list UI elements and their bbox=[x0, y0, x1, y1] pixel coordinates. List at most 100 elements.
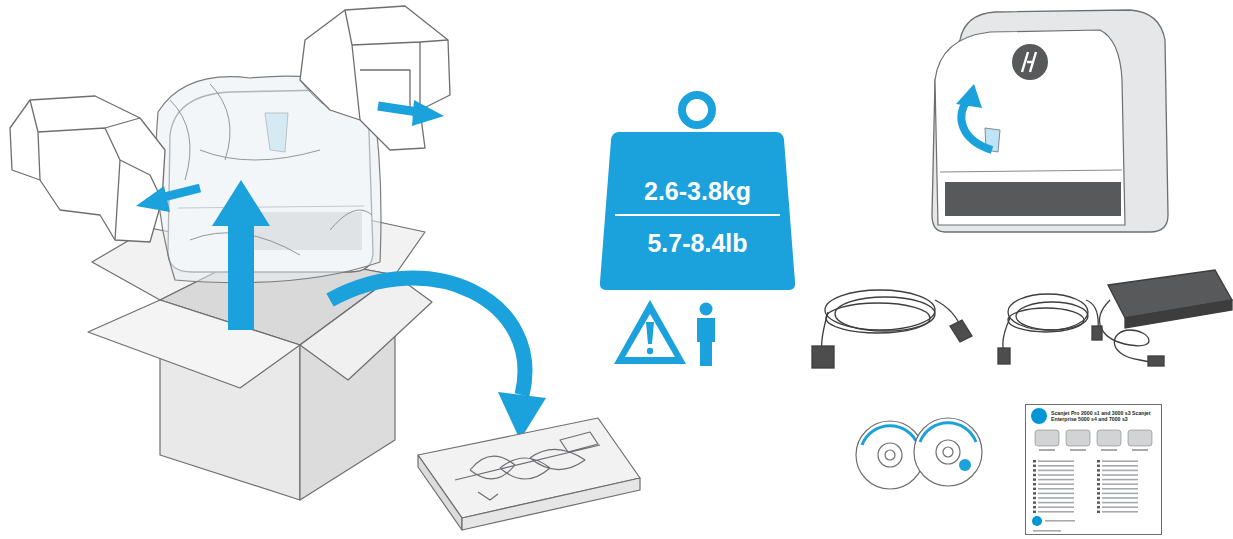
guide-line bbox=[1038, 493, 1074, 495]
guide-thumb-caption bbox=[1132, 449, 1148, 451]
software-discs-part bbox=[920, 423, 976, 442]
guide-flag bbox=[1033, 506, 1036, 508]
software-discs-part bbox=[885, 450, 895, 460]
guide-line bbox=[1102, 502, 1138, 504]
guide-thumb-caption bbox=[1039, 449, 1055, 451]
cables-part bbox=[1008, 308, 1084, 332]
guide-flag bbox=[1033, 460, 1036, 462]
motion-arrows bbox=[136, 100, 546, 440]
guide-line bbox=[1038, 465, 1074, 467]
motion-arrows-part bbox=[378, 106, 418, 112]
guide-flag bbox=[1033, 483, 1036, 485]
cables-part bbox=[1003, 300, 1098, 352]
accessory-tray-part bbox=[462, 478, 640, 530]
weight-divider bbox=[615, 214, 780, 216]
guide-line bbox=[1038, 479, 1074, 481]
guide-flag bbox=[1033, 474, 1036, 476]
box-front-part bbox=[88, 300, 300, 388]
foam-right bbox=[300, 6, 450, 150]
guide-flag bbox=[1097, 501, 1100, 503]
guide-flag bbox=[1033, 497, 1036, 499]
guide-line bbox=[1102, 493, 1138, 495]
scanner bbox=[932, 10, 1168, 232]
guide-logo bbox=[1031, 408, 1047, 424]
guide-flag bbox=[1097, 469, 1100, 471]
accessory-tray-part bbox=[418, 455, 462, 530]
guide-line bbox=[1102, 465, 1138, 467]
guide-thumbnail bbox=[1035, 430, 1059, 446]
motion-arrows-part bbox=[212, 180, 270, 226]
info-icon bbox=[1032, 516, 1042, 526]
guide-flag bbox=[1097, 465, 1100, 467]
guide-line bbox=[1038, 483, 1074, 485]
software-discs-part bbox=[862, 426, 918, 445]
warning-symbol-part bbox=[614, 300, 686, 364]
cables-part bbox=[1092, 326, 1102, 340]
software-discs-part bbox=[914, 418, 982, 486]
accessory-tray-part bbox=[455, 432, 600, 500]
guide-line bbox=[1102, 511, 1138, 513]
warning-symbol-part bbox=[625, 314, 675, 357]
guide-thumb-caption bbox=[1070, 449, 1086, 451]
guide-flag bbox=[1097, 497, 1100, 499]
cables-part bbox=[1100, 300, 1150, 362]
guide-flag bbox=[1033, 492, 1036, 494]
guide-flag bbox=[1097, 511, 1100, 513]
guide-thumbnail bbox=[1097, 430, 1121, 446]
guide-line bbox=[1038, 488, 1074, 490]
guide-flag bbox=[1097, 506, 1100, 508]
weight-ring bbox=[682, 95, 712, 125]
software-discs bbox=[856, 418, 982, 489]
cables-part bbox=[1125, 300, 1232, 328]
software-discs-part bbox=[878, 443, 902, 467]
guide-thumbnail bbox=[1128, 430, 1152, 446]
foam-left bbox=[10, 96, 165, 242]
warning-symbol bbox=[614, 300, 715, 366]
cables bbox=[812, 270, 1232, 368]
cables-part bbox=[812, 346, 834, 368]
guide-line bbox=[1038, 502, 1074, 504]
guide-flag bbox=[1097, 488, 1100, 490]
cables-part bbox=[1016, 302, 1088, 330]
motion-arrows-part bbox=[136, 186, 170, 212]
guide-line bbox=[1102, 483, 1138, 485]
warning-symbol-part bbox=[700, 303, 713, 316]
cables-part bbox=[1148, 356, 1164, 366]
software-discs-part bbox=[959, 459, 971, 471]
software-discs-part bbox=[936, 440, 960, 464]
scanner-part bbox=[956, 84, 982, 108]
foam-right-part bbox=[345, 10, 448, 120]
guide-line bbox=[1102, 474, 1138, 476]
foam-right-part bbox=[300, 6, 450, 150]
accessory-tray bbox=[418, 418, 640, 530]
warning-symbol-part bbox=[697, 318, 715, 366]
guide-line bbox=[1102, 460, 1138, 462]
scanner-part bbox=[935, 30, 1125, 225]
node-text: Scanjet Pro 2000 s1 and 3000 s3 Scanjet … bbox=[1051, 410, 1159, 422]
scanner-part bbox=[961, 100, 992, 150]
guide-line bbox=[1038, 474, 1074, 476]
cables-part bbox=[998, 348, 1010, 364]
guide-flag bbox=[1033, 501, 1036, 503]
guide-flag bbox=[1033, 469, 1036, 471]
guide-flag bbox=[1033, 465, 1036, 467]
guide-line bbox=[1038, 506, 1074, 508]
guide-flag bbox=[1097, 460, 1100, 462]
guide-flag bbox=[1097, 483, 1100, 485]
software-discs-part bbox=[943, 447, 953, 457]
cables-part bbox=[835, 297, 935, 331]
guide-flag bbox=[1033, 511, 1036, 513]
box-front bbox=[88, 275, 432, 500]
cables-part bbox=[822, 300, 962, 352]
scanner-part bbox=[1012, 44, 1048, 80]
foam-left-part bbox=[10, 96, 165, 242]
guide-line bbox=[1102, 470, 1138, 472]
warning-symbol-part bbox=[646, 322, 654, 344]
node-shape bbox=[1025, 404, 1162, 535]
install-guide: Scanjet Pro 2000 s1 and 3000 s3 Scanjet … bbox=[1025, 404, 1162, 535]
guide-line bbox=[1038, 460, 1074, 462]
guide-flag bbox=[1097, 492, 1100, 494]
